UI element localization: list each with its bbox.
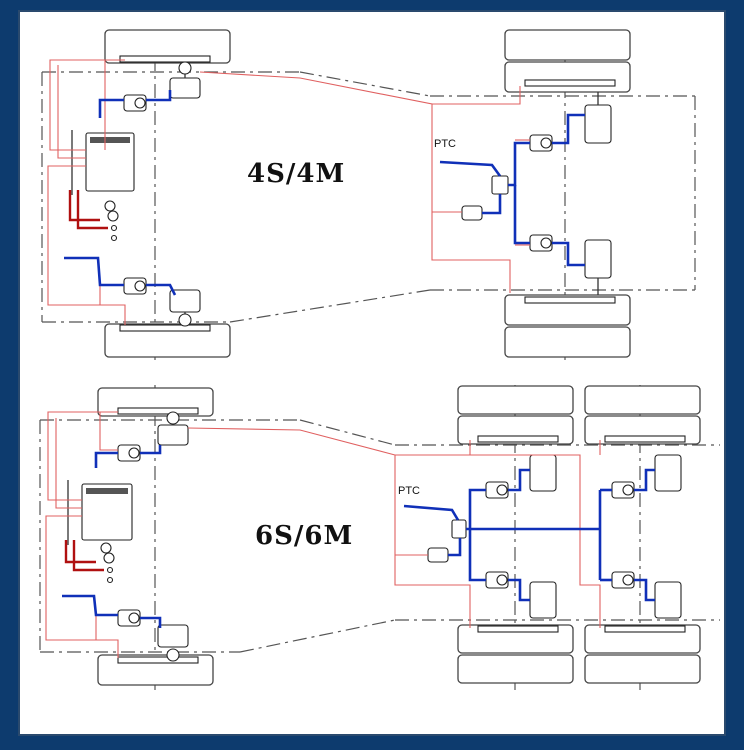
power-wires [68,190,108,230]
relay-valve [451,519,467,539]
config-label-6s6m: 6S/6M [255,521,353,551]
modulator-fl [123,94,147,112]
modulator-rr [611,571,635,589]
ptc-label-bottom: PTC [398,485,420,497]
power-wires [64,540,104,572]
wheel-rear-left-outer [504,29,631,61]
brake-chamber-mr [529,581,557,619]
wheel-sensor-rr [604,625,686,633]
wheel-sensor-rl [604,435,686,443]
modulator-fr [117,609,141,627]
warning-lamps [100,542,115,584]
wheel-front-right [104,323,231,358]
brake-chamber-fr [157,624,189,662]
relay-valve [491,175,509,195]
ptc-connector [461,205,483,221]
air-lines [62,445,655,628]
brake-chamber-fl [169,61,201,99]
modulator-fl [117,444,141,462]
warning-lamps [104,200,119,242]
modulator-ml [485,481,509,499]
wheel-sensor-fr [117,656,199,664]
abs-ecu [67,480,133,545]
wheel-rear-right-outer [584,654,701,684]
brake-chamber-fr [169,289,201,327]
brake-chamber-ml [529,454,557,492]
wheel-sensor-rr [524,296,616,304]
modulator-rr [529,234,553,252]
abs-ecu [71,130,135,195]
wheel-rear-right-outer [504,326,631,358]
brake-chamber-rl [654,454,682,492]
wheel-sensor-fl [119,55,211,63]
config-label-4s4m: 4S/4M [247,159,345,189]
wheel-rear-left-inner [504,61,631,93]
modulator-rl [529,134,553,152]
wheel-sensor-rl [524,79,616,87]
wheel-sensor-ml [477,435,559,443]
modulator-mr [485,571,509,589]
diagram-6s6m: 6S/6M PTC [39,385,720,690]
brake-chamber-rr [584,239,612,295]
wheel-rear-left-outer [584,385,701,415]
air-lines [64,90,585,296]
wheel-sensor-mr [477,625,559,633]
wheel-mid-right-outer [457,654,574,684]
wheel-sensor-fl [117,407,199,415]
brake-chamber-rl [584,92,612,144]
signal-wires [45,411,612,658]
brake-chamber-fl [157,411,189,446]
brake-chamber-rr [654,581,682,619]
modulator-rl [611,481,635,499]
ptc-connector [427,547,449,563]
diagram-4s4m: 4S/4M PTC [41,29,696,360]
wheel-front-left [104,29,231,64]
wheel-mid-left-outer [457,385,574,415]
modulator-fr [123,277,147,295]
wheel-sensor-fr [119,324,211,332]
ptc-label-top: PTC [434,138,456,150]
